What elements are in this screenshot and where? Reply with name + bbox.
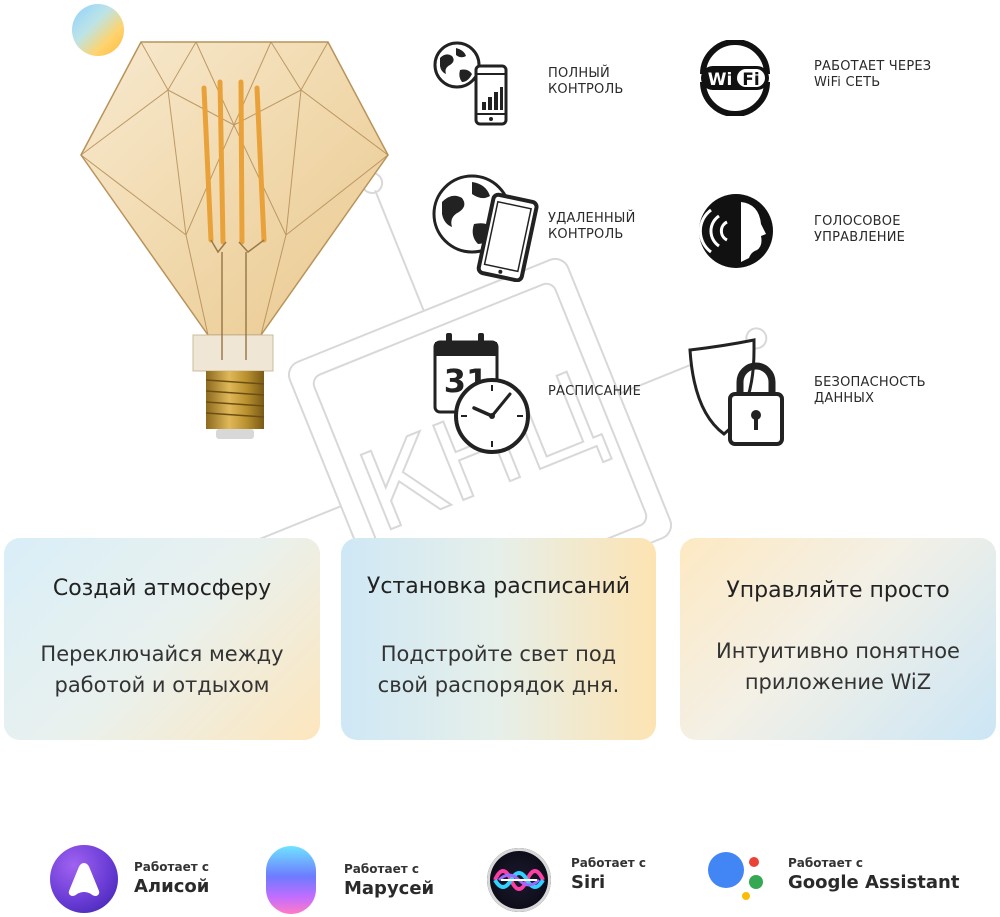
wifi-wi-text: Wi: [708, 70, 733, 90]
assistant-name-marusya: Марусей: [344, 878, 435, 899]
card-title: Установка расписаний: [366, 574, 631, 599]
feature-label-schedule: РАСПИСАНИЕ: [548, 384, 641, 399]
marusya-logo-icon: [266, 846, 316, 914]
globe-tablet-icon: [432, 174, 539, 282]
filament-bulb-image: [80, 41, 389, 439]
wifi-fi-text: Fi: [742, 70, 759, 90]
calendar-clock-icon: 31: [433, 333, 530, 454]
alice-logo-icon: [50, 845, 118, 913]
color-temperature-dot: [72, 4, 124, 56]
wifi-icon: Wi Fi: [700, 40, 770, 116]
assistant-name-alice: Алисой: [134, 876, 210, 897]
assistant-small-label: Работает с: [344, 862, 419, 876]
assistant-name-siri: Siri: [571, 872, 606, 893]
siri-logo-icon: [487, 848, 551, 912]
globe-phone-icon: [433, 41, 508, 126]
card-title: Управляйте просто: [726, 578, 950, 603]
assistant-small-label: Работает с: [788, 856, 863, 870]
card-title: Создай атмосферу: [52, 576, 272, 601]
voice-icon: [698, 194, 773, 268]
assistant-small-label: Работает с: [571, 856, 646, 870]
google-assistant-logo-icon: [708, 852, 763, 900]
shield-lock-icon: [688, 338, 784, 446]
card-schedule: Установка расписаний Подстройте свет под…: [341, 538, 656, 740]
assistant-small-label: Работает с: [134, 860, 209, 874]
assistant-name-google: Google Assistant: [788, 872, 960, 893]
